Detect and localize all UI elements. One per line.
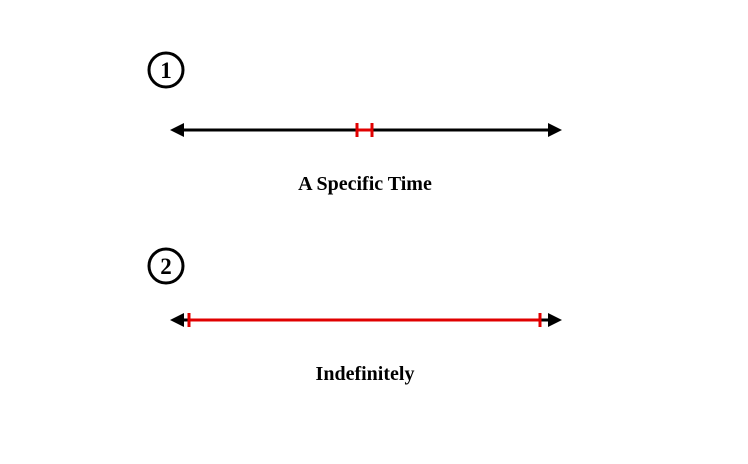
specific-time-marker xyxy=(355,123,374,137)
number-badge-circle xyxy=(147,51,185,89)
panel-2: 2 Indefinitely xyxy=(147,247,562,385)
number-badge-2: 2 xyxy=(147,247,185,285)
number-badge-label: 2 xyxy=(160,254,172,279)
arrow-right-icon xyxy=(548,123,562,137)
caption-1: A Specific Time xyxy=(298,173,432,195)
timeline-2 xyxy=(170,313,562,327)
number-badge-label: 1 xyxy=(160,58,172,83)
panel-1: 1 A Specific Time xyxy=(147,51,562,195)
indefinite-span-marker xyxy=(187,313,542,327)
arrow-left-icon xyxy=(170,313,184,327)
arrow-left-icon xyxy=(170,123,184,137)
timeline-1 xyxy=(170,123,562,137)
number-badge-circle xyxy=(147,247,185,285)
arrow-right-icon xyxy=(548,313,562,327)
number-badge-1: 1 xyxy=(147,51,185,89)
caption-2: Indefinitely xyxy=(316,363,415,385)
